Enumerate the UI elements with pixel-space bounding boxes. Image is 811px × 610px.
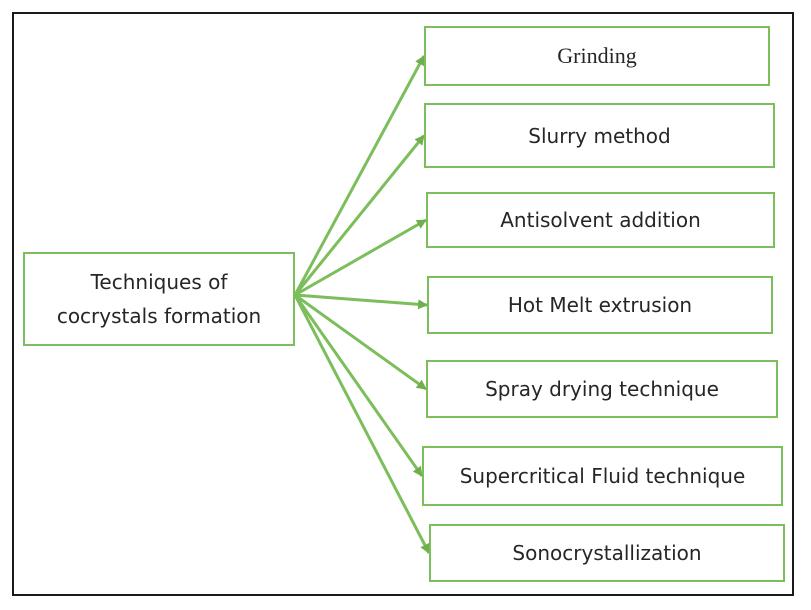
target-label: Grinding <box>557 43 637 68</box>
arrow-to-spray-drying <box>294 293 427 391</box>
arrow-to-antisolvent-addition <box>294 218 427 297</box>
target-box-antisolvent-addition: Antisolvent addition <box>426 192 775 248</box>
target-label: Hot Melt extrusion <box>507 293 693 317</box>
target-box-slurry-method: Slurry method <box>424 103 775 168</box>
source-box: Techniques of cocrystals formation <box>23 252 295 346</box>
arrow-to-hot-melt-extrusion <box>294 293 428 310</box>
target-label: Spray drying technique <box>485 377 719 401</box>
diagram-frame <box>12 12 794 596</box>
target-box-spray-drying: Spray drying technique <box>426 360 778 418</box>
target-box-hot-melt-extrusion: Hot Melt extrusion <box>427 276 773 334</box>
target-label: Sonocrystallization <box>512 541 702 565</box>
arrow-to-slurry-method <box>293 134 426 296</box>
target-label: Antisolvent addition <box>500 208 701 232</box>
target-box-sonocrystallization: Sonocrystallization <box>429 524 785 582</box>
target-box-supercritical-fluid: Supercritical Fluid technique <box>422 446 783 506</box>
target-label: Supercritical Fluid technique <box>459 464 746 488</box>
target-box-grinding: Grinding <box>424 26 770 86</box>
source-line-1: Techniques of <box>90 270 228 294</box>
target-label: Slurry method <box>528 123 671 148</box>
arrow-to-sonocrystallization <box>293 294 431 554</box>
source-line-2: cocrystals formation <box>56 304 262 328</box>
arrow-to-supercritical-fluid <box>293 294 424 477</box>
arrow-to-grinding <box>293 55 426 296</box>
